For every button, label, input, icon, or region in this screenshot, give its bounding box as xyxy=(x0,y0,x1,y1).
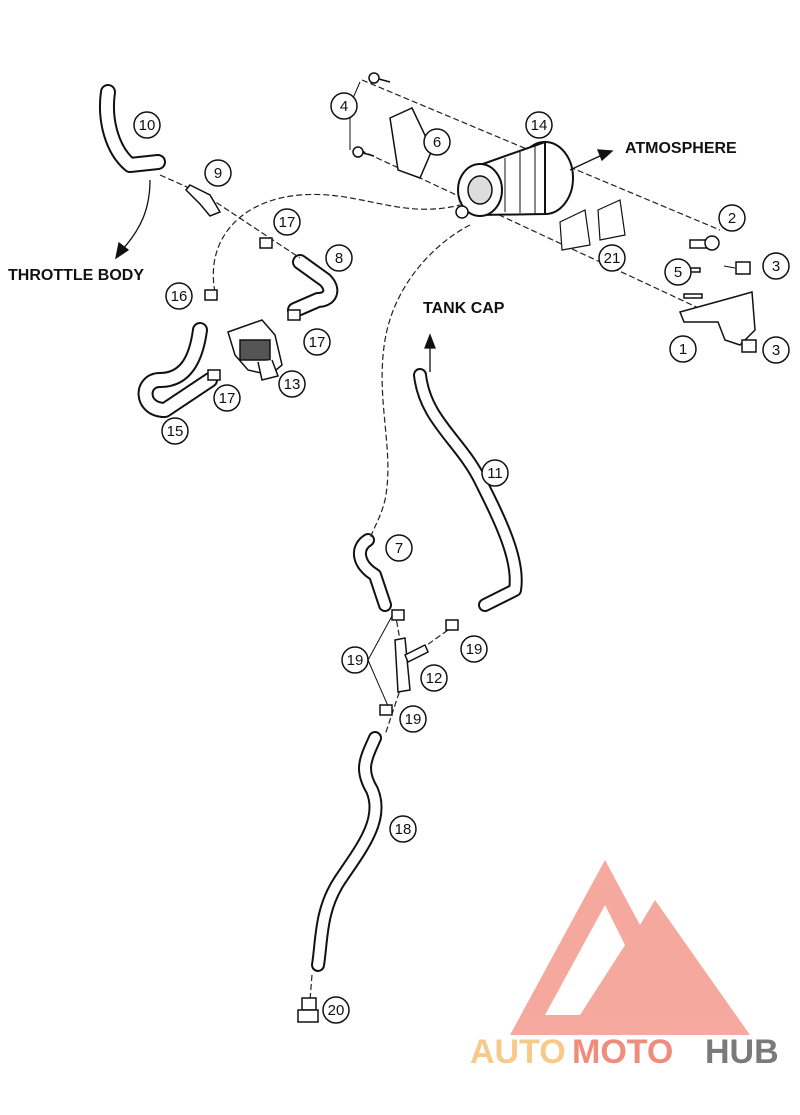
svg-text:8: 8 xyxy=(335,250,343,267)
callout-18: 18 xyxy=(389,815,417,843)
tee-fitting-12 xyxy=(394,637,429,693)
callout-1: 1 xyxy=(669,335,697,363)
callout-19a: 19 xyxy=(460,635,488,663)
svg-text:2: 2 xyxy=(728,210,736,227)
routing-lines xyxy=(159,79,721,1001)
svg-text:19: 19 xyxy=(405,711,422,728)
callout-6: 6 xyxy=(423,128,451,156)
svg-text:19: 19 xyxy=(347,652,364,669)
svg-text:17: 17 xyxy=(219,390,236,407)
callout-17c: 17 xyxy=(213,384,241,412)
svg-text:6: 6 xyxy=(433,134,441,151)
callout-10: 10 xyxy=(133,111,161,139)
svg-text:3: 3 xyxy=(772,258,780,275)
svg-text:1: 1 xyxy=(679,341,687,358)
svg-text:9: 9 xyxy=(214,165,222,182)
svg-text:16: 16 xyxy=(171,288,188,305)
svg-text:11: 11 xyxy=(487,465,503,482)
svg-text:10: 10 xyxy=(139,117,156,134)
label-atmosphere: ATMOSPHERE xyxy=(625,140,737,157)
watermark-hub: HUB xyxy=(705,1033,779,1071)
svg-text:4: 4 xyxy=(340,98,348,115)
bracket-6 xyxy=(389,107,433,179)
svg-text:13: 13 xyxy=(284,376,301,393)
callout-3b: 3 xyxy=(762,336,790,364)
pads-21 xyxy=(559,199,626,251)
svg-text:19: 19 xyxy=(466,641,483,658)
callout-20: 20 xyxy=(322,996,350,1024)
svg-text:7: 7 xyxy=(395,540,403,557)
callout-21: 21 xyxy=(598,244,626,272)
callout-13: 13 xyxy=(278,370,306,398)
callout-19b: 19 xyxy=(341,646,369,674)
callout-15: 15 xyxy=(161,417,189,445)
svg-text:21: 21 xyxy=(604,250,621,267)
arrows xyxy=(115,149,614,372)
svg-text:20: 20 xyxy=(328,1002,345,1019)
callout-5: 5 xyxy=(664,258,692,286)
callout-14: 14 xyxy=(525,111,553,139)
svg-text:18: 18 xyxy=(395,821,412,838)
callout-12: 12 xyxy=(420,664,448,692)
charcoal-canister xyxy=(455,140,574,219)
watermark-text: AUTO MOTO HUB xyxy=(470,1033,779,1071)
label-tank-cap: TANK CAP xyxy=(423,300,505,317)
callout-2: 2 xyxy=(718,204,746,232)
hoses xyxy=(99,84,523,972)
callout-16: 16 xyxy=(165,282,193,310)
svg-text:12: 12 xyxy=(426,670,443,687)
svg-text:17: 17 xyxy=(309,334,326,351)
watermark-auto: AUTO xyxy=(470,1033,566,1071)
svg-text:17: 17 xyxy=(279,214,296,231)
watermark-logo xyxy=(510,860,750,1035)
callout-7: 7 xyxy=(385,534,413,562)
watermark-moto: MOTO xyxy=(572,1033,673,1071)
callout-17a: 17 xyxy=(273,208,301,236)
clamps xyxy=(204,237,459,716)
bolts-4 xyxy=(352,72,391,158)
callout-3a: 3 xyxy=(762,252,790,280)
fitting-9 xyxy=(184,184,222,217)
svg-text:14: 14 xyxy=(531,117,548,134)
callout-11: 11 xyxy=(481,459,509,487)
callouts: 1 2 3 3 4 5 6 7 8 9 10 11 12 13 14 15 16… xyxy=(133,92,790,1024)
label-throttle-body: THROTTLE BODY xyxy=(8,267,144,284)
callout-9: 9 xyxy=(204,159,232,187)
callout-8: 8 xyxy=(325,244,353,272)
svg-text:5: 5 xyxy=(674,264,682,281)
svg-text:15: 15 xyxy=(167,423,184,440)
mount-bracket-1 xyxy=(678,235,757,353)
purge-valve-13 xyxy=(227,319,283,381)
svg-text:3: 3 xyxy=(772,342,780,359)
callout-17b: 17 xyxy=(303,328,331,356)
fitting-20 xyxy=(297,997,319,1023)
callout-19c: 19 xyxy=(399,705,427,733)
callout-4: 4 xyxy=(330,92,358,120)
